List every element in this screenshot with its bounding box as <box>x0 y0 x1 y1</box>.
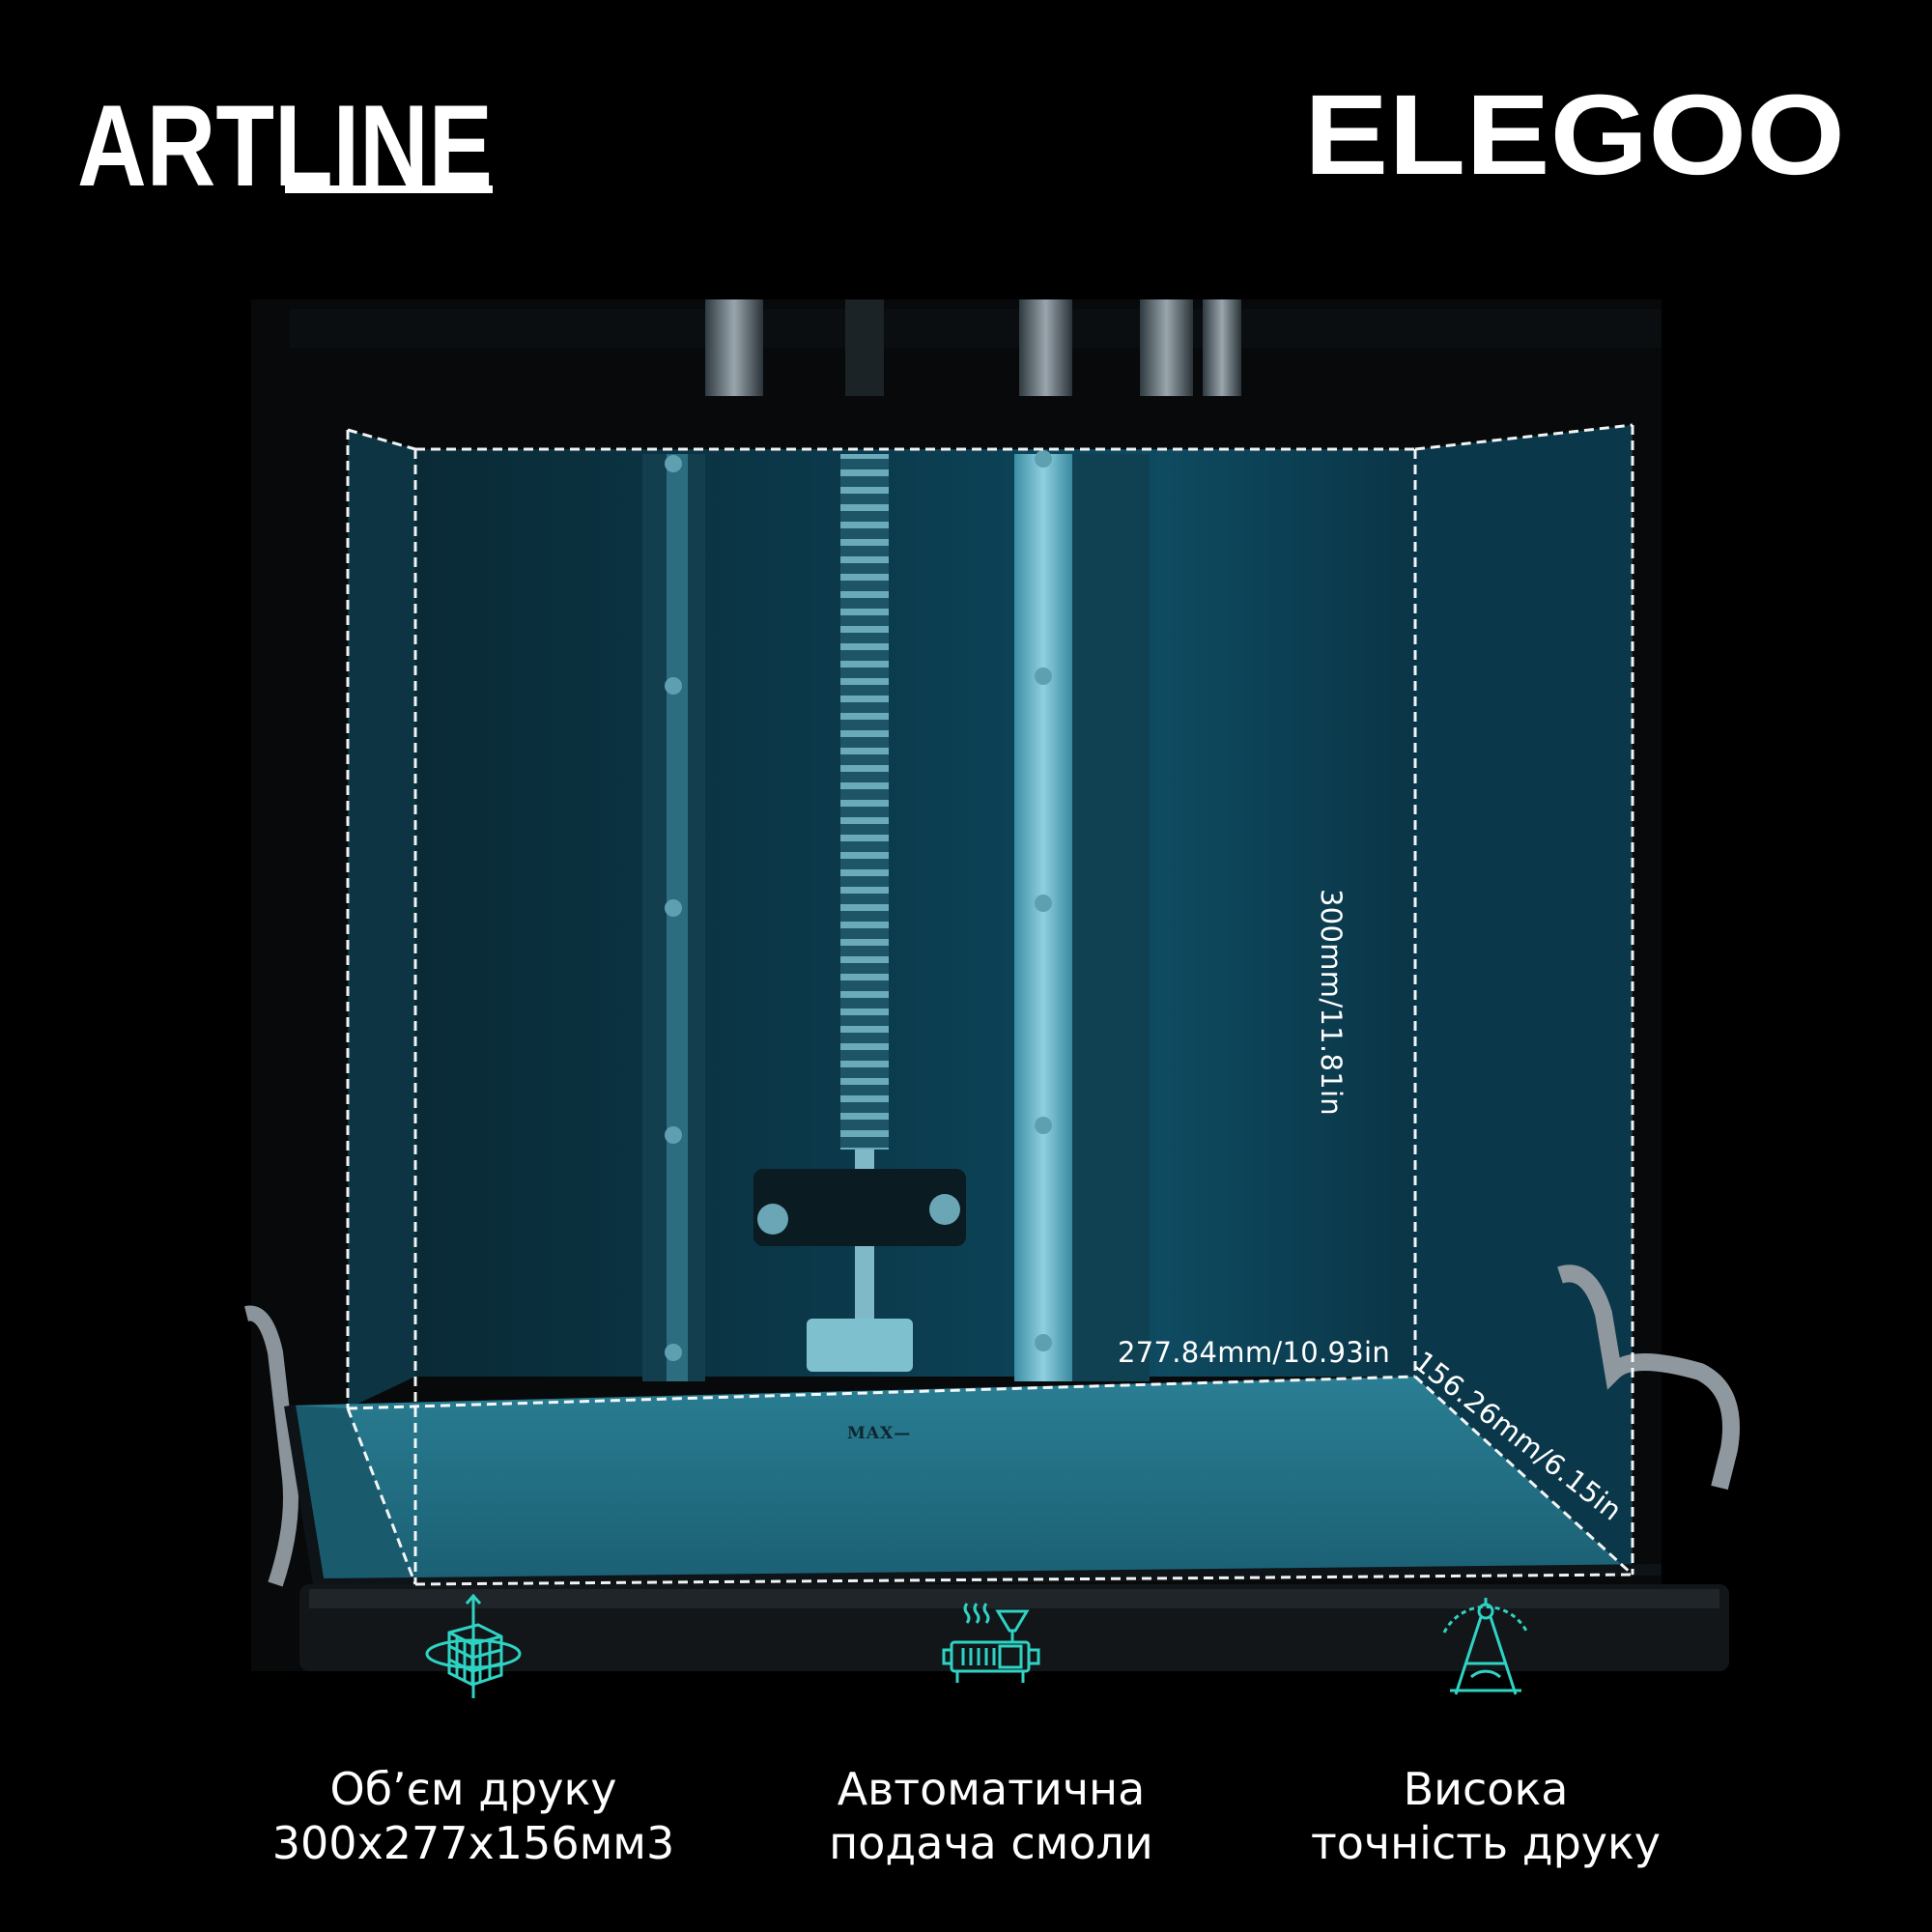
elegoo-logo: ELEGOO <box>1304 71 1845 195</box>
feature-volume-line2: 300x277x156мм3 <box>271 1817 675 1869</box>
resin-feeder-icon <box>942 1603 1040 1683</box>
width-dimension-label: 277.84mm/10.93in <box>1118 1336 1390 1369</box>
feature-resin-line1: Автоматична <box>837 1763 1146 1815</box>
tray-max-mark: MAX— <box>847 1424 912 1443</box>
artline-text: ARTLINE <box>77 81 493 195</box>
feature-accuracy-line2: точність друку <box>1310 1817 1662 1869</box>
cube-rotation-icon <box>425 1594 522 1698</box>
compass-icon <box>1442 1598 1529 1695</box>
elegoo-text: ELEGOO <box>1304 71 1845 195</box>
feature-volume-line1: Об’єм друку <box>329 1763 617 1815</box>
feature-print-volume: Об’єм друку 300x277x156мм3 <box>203 1594 744 1870</box>
feature-high-accuracy: Висока точність друку <box>1215 1594 1756 1870</box>
feature-auto-resin: Автоматична подача смоли <box>721 1594 1262 1870</box>
height-dimension-label: 300mm/11.81in <box>1315 889 1348 1116</box>
feature-accuracy-line1: Висока <box>1403 1763 1569 1815</box>
artline-logo: ARTLINE <box>77 81 493 195</box>
feature-resin-line2: подача смоли <box>829 1817 1153 1869</box>
